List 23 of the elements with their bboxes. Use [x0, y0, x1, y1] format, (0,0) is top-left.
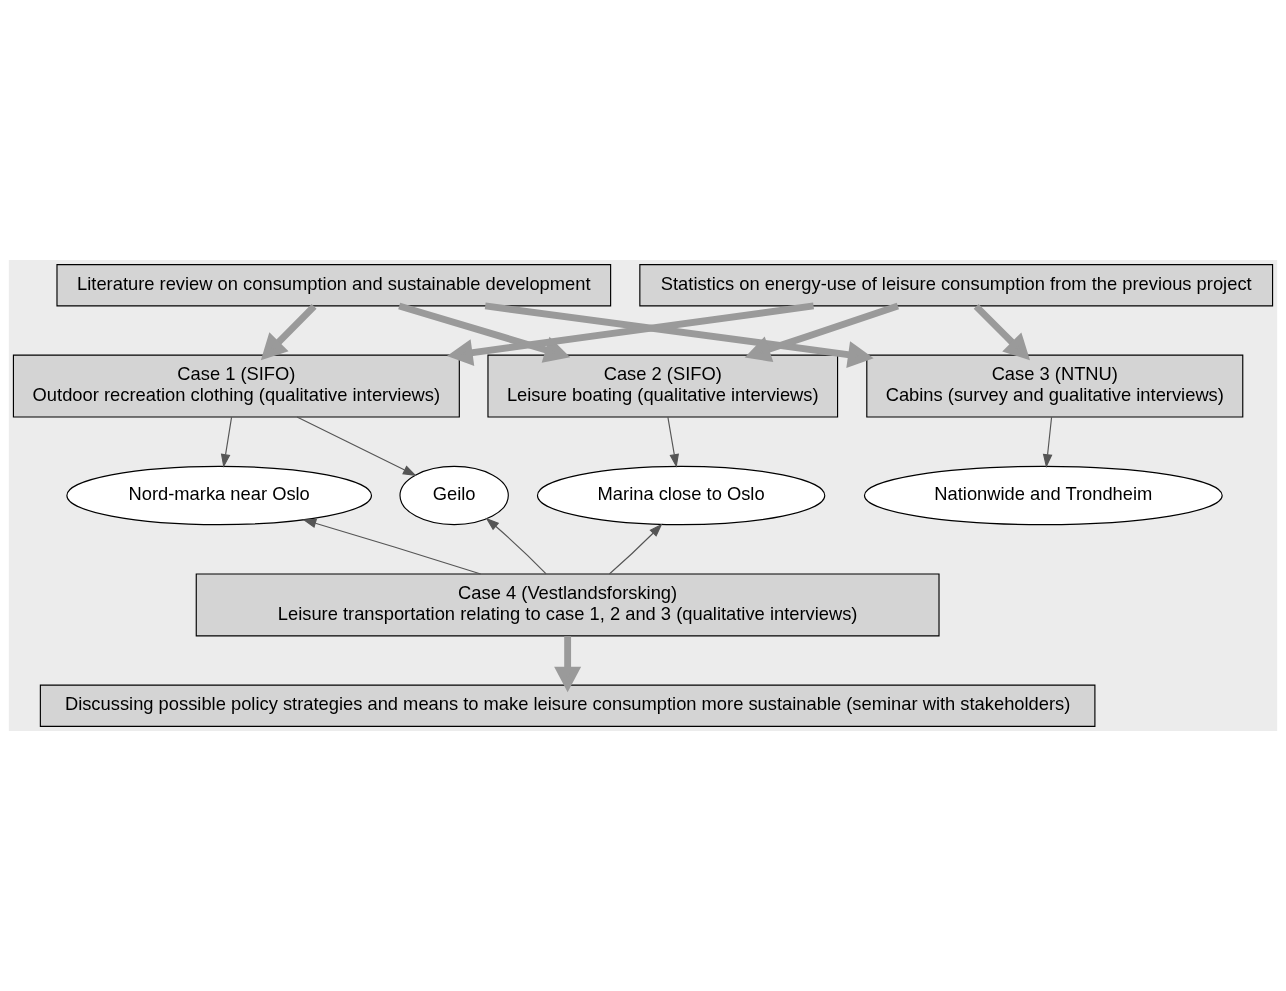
- arrow: [260, 303, 317, 361]
- arrow: [973, 303, 1030, 361]
- arrow: [302, 518, 482, 575]
- arrow: [1042, 416, 1053, 468]
- node-box: Discussing possible policy strategies and means to make leisure consumption more sustainable (seminar with stakeholders): [39, 684, 1096, 727]
- arrow: [296, 416, 417, 476]
- arrow: [398, 302, 571, 363]
- arrow: [554, 636, 582, 693]
- node-box: Case 2 (SIFO) Leisure boating (qualitative interviews): [487, 354, 839, 418]
- node-box: Statistics on energy-use of leisure consumption from the previous project: [639, 264, 1274, 307]
- node-box: Literature review on consumption and sustainable development: [56, 264, 612, 307]
- node-ellipse: Nationwide and Trondheim: [863, 465, 1223, 526]
- arrow: [667, 416, 679, 468]
- arrow: [744, 302, 899, 363]
- node-box: Case 4 (Vestlandsforsking) Leisure transportation relating to case 1, 2 and 3 (qualitative interviews): [195, 573, 940, 637]
- node-box: Case 1 (SIFO) Outdoor recreation clothing (qualitative interviews): [12, 354, 460, 418]
- arrow: [446, 302, 815, 366]
- node-box: Case 3 (NTNU) Cabins (survey and gualitative interviews): [866, 354, 1244, 418]
- arrow: [484, 302, 874, 368]
- arrow: [220, 416, 233, 468]
- arrow: [485, 517, 547, 575]
- arrow: [608, 523, 663, 575]
- node-ellipse: Marina close to Oslo: [536, 465, 826, 526]
